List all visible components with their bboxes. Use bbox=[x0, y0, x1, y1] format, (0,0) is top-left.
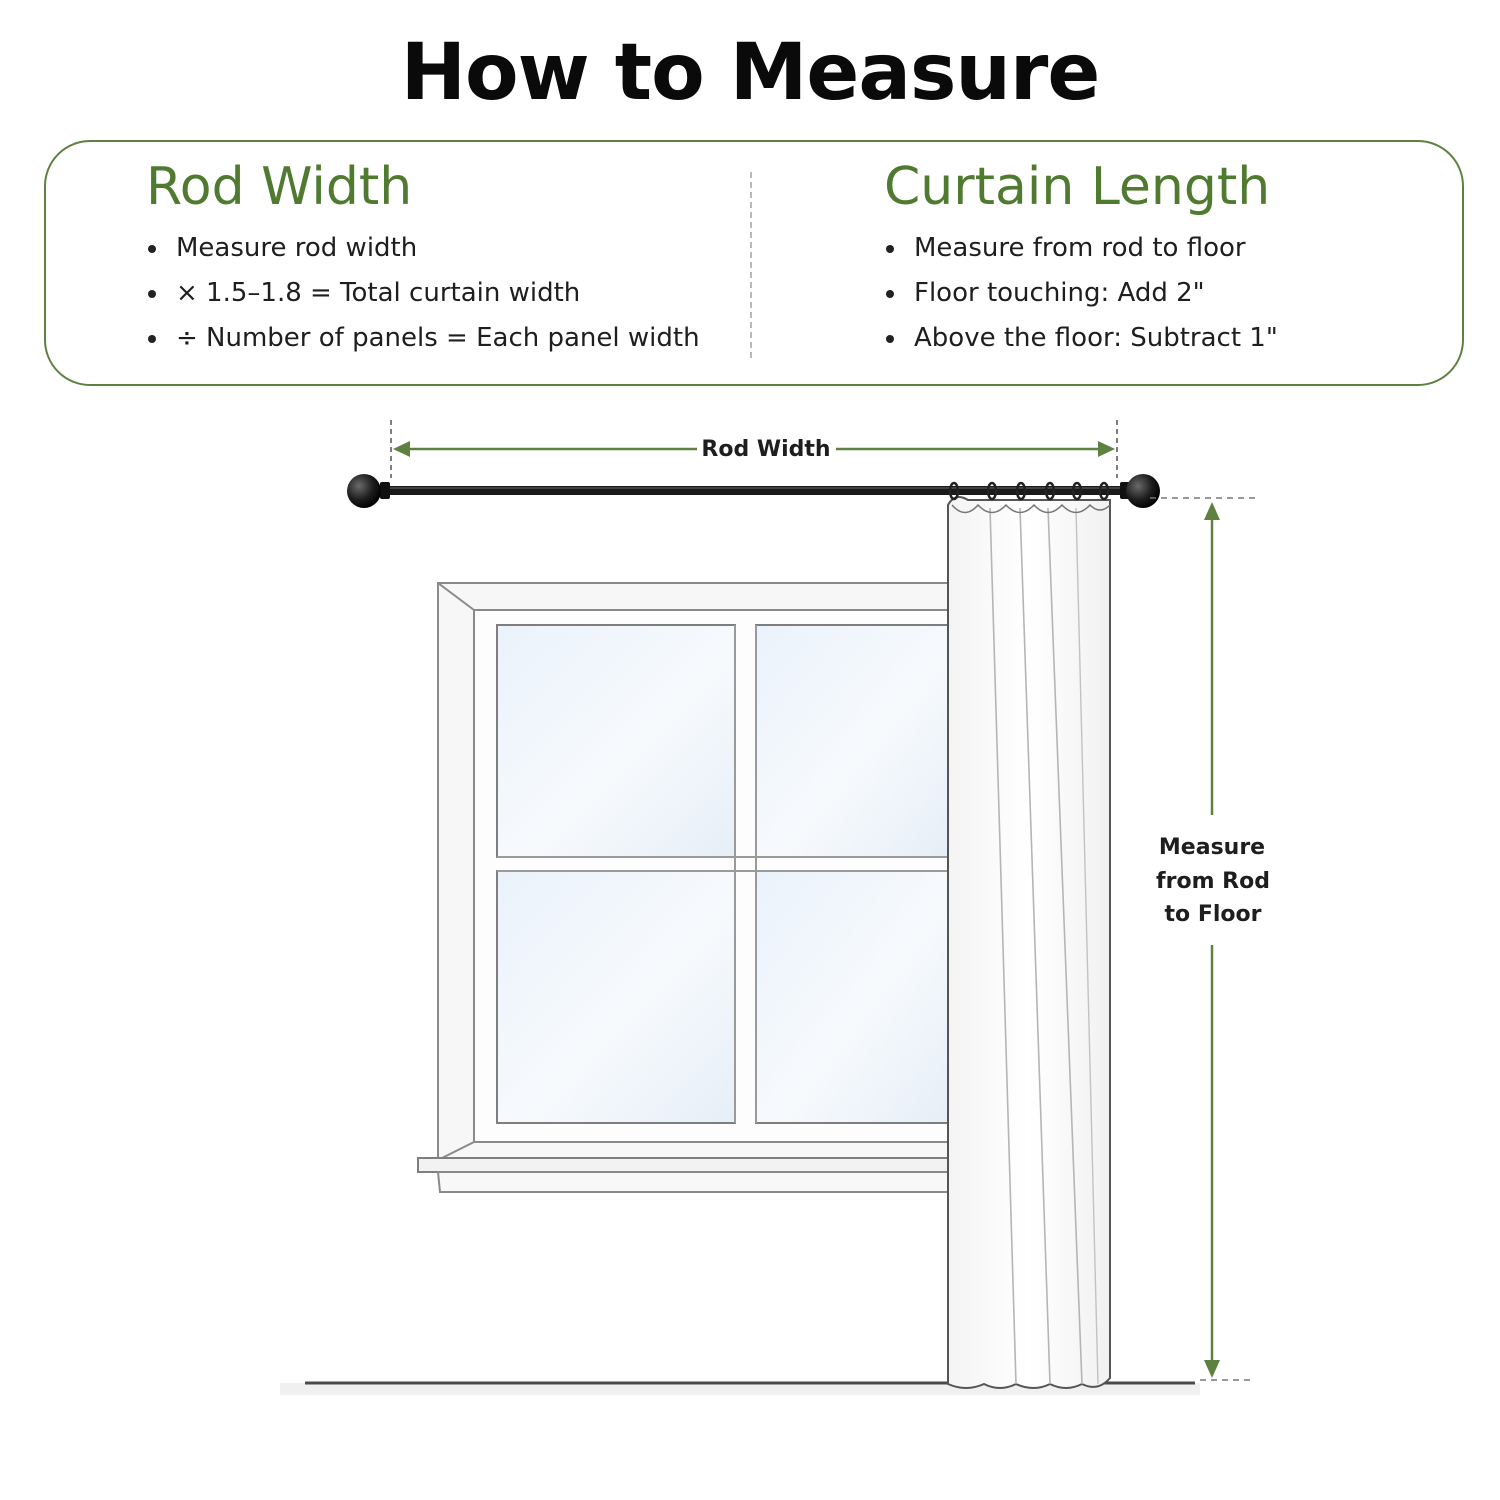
curtain-length-list: Measure from rod to floor Floor touching… bbox=[884, 226, 1278, 361]
finial-right bbox=[1126, 474, 1160, 508]
curtain-rings bbox=[948, 481, 1110, 501]
arrow-up-icon bbox=[1204, 502, 1220, 520]
list-item: Measure from rod to floor bbox=[884, 226, 1278, 271]
page-title: How to Measure bbox=[400, 28, 1101, 118]
curtain-panel bbox=[947, 495, 1111, 1389]
length-label-line: to Floor bbox=[1165, 902, 1262, 927]
length-label-line: Measure bbox=[1159, 835, 1265, 860]
list-item: ÷ Number of panels = Each panel width bbox=[146, 316, 700, 361]
list-item: Above the floor: Subtract 1" bbox=[884, 316, 1278, 361]
length-label-line: from Rod bbox=[1156, 869, 1270, 894]
rod-width-label: Rod Width bbox=[701, 437, 830, 462]
curtain-length-section: Curtain Length Measure from rod to floor… bbox=[884, 156, 1278, 361]
rod-width-list: Measure rod width × 1.5–1.8 = Total curt… bbox=[146, 226, 700, 361]
arrow-down-icon bbox=[1204, 1360, 1220, 1378]
list-item: Floor touching: Add 2" bbox=[884, 271, 1278, 316]
section-divider bbox=[750, 172, 752, 358]
list-item: Measure rod width bbox=[146, 226, 700, 271]
window bbox=[417, 582, 949, 1193]
curtain-length-dimension: Measure from Rod to Floor bbox=[1150, 497, 1270, 1381]
rod-width-section: Rod Width Measure rod width × 1.5–1.8 = … bbox=[146, 156, 700, 361]
finial-left bbox=[347, 474, 381, 508]
arrow-right-icon bbox=[1098, 441, 1115, 457]
rod-width-dimension: Rod Width bbox=[390, 420, 1118, 478]
curtain-rod bbox=[347, 474, 1160, 508]
list-item: × 1.5–1.8 = Total curtain width bbox=[146, 271, 700, 316]
curtain-length-heading: Curtain Length bbox=[884, 157, 1271, 217]
measurement-instructions-box: Rod Width Measure rod width × 1.5–1.8 = … bbox=[44, 140, 1464, 386]
arrow-left-icon bbox=[393, 441, 410, 457]
rod-width-heading: Rod Width bbox=[146, 157, 413, 217]
